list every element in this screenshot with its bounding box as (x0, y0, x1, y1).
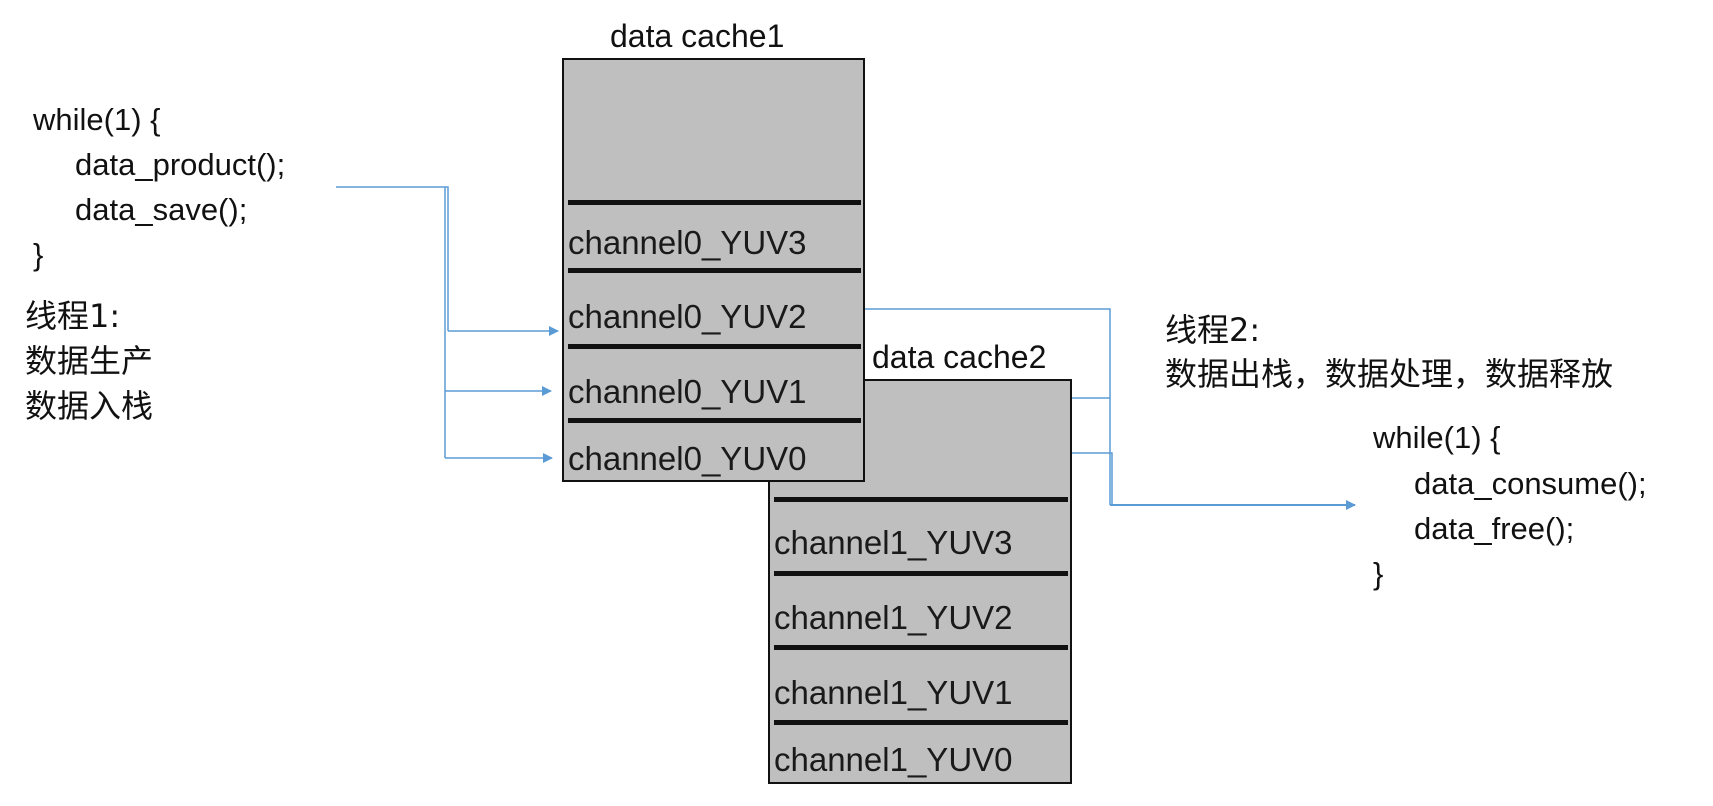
thread2-code-line: while(1) { (1373, 420, 1501, 455)
thread1-desc: 数据入栈 (25, 387, 154, 425)
cache1-title: data cache1 (610, 18, 785, 54)
consumer-line-yuv2 (865, 308, 1111, 505)
cache2-divider (774, 497, 1068, 502)
cache2-slot: channel1_YUV2 (774, 599, 1013, 636)
thread1-code-line: data_product(); (75, 147, 286, 182)
thread1-code-line: while(1) { (33, 102, 161, 137)
thread1-title: 线程1: (25, 297, 121, 335)
cache2-divider (774, 571, 1068, 576)
thread1-code-line: } (33, 237, 44, 272)
cache1-slot: channel0_YUV2 (568, 298, 807, 335)
cache1-divider (568, 268, 861, 273)
cache2-title: data cache2 (872, 339, 1047, 375)
thread1-code-line: data_save(); (75, 192, 248, 227)
producer-connector-trunk (336, 186, 449, 331)
cache2-slot: channel1_YUV0 (774, 741, 1013, 778)
cache2-slot: channel1_YUV1 (774, 674, 1013, 711)
thread2-code-line: data_consume(); (1414, 466, 1647, 501)
cache2-slot: channel1_YUV3 (774, 524, 1013, 561)
thread2-code-line: data_free(); (1414, 511, 1575, 546)
thread2-code-line: } (1373, 556, 1384, 591)
thread2-title: 线程2: (1165, 311, 1261, 349)
cache1-slot: channel0_YUV1 (568, 373, 807, 410)
cache1-divider (568, 200, 861, 205)
cache1-slot: channel0_YUV3 (568, 224, 807, 261)
thread1-desc: 数据生产 (25, 342, 154, 380)
cache2-box: channel1_YUV3 channel1_YUV2 channel1_YUV… (768, 379, 1072, 784)
cache1-divider (568, 344, 861, 349)
cache2-divider (774, 720, 1068, 725)
cache1-divider (568, 418, 861, 423)
cache1-slot: channel0_YUV0 (568, 440, 807, 477)
cache1-box: channel0_YUV3 channel0_YUV2 channel0_YUV… (562, 58, 865, 482)
thread2-desc: 数据出栈，数据处理，数据释放 (1165, 355, 1614, 393)
cache2-divider (774, 645, 1068, 650)
